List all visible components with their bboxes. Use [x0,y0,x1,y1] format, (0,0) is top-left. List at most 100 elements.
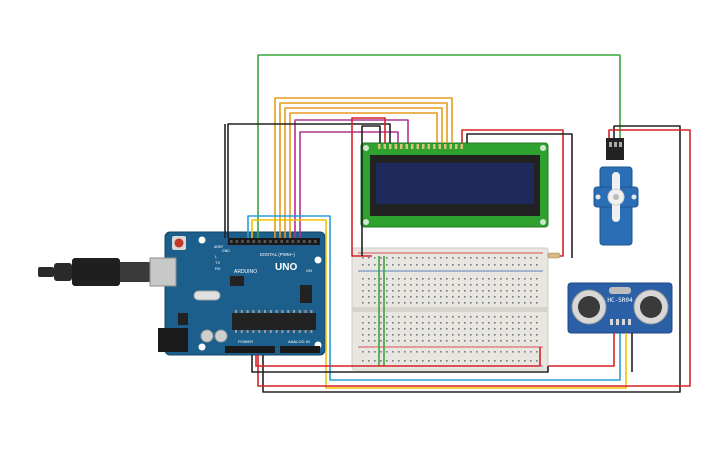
breadboard-rail-hole [518,257,520,259]
breadboard-rail-hole [524,257,526,259]
breadboard-hole [410,302,412,304]
breadboard-hole [470,296,472,298]
breadboard-hole [452,284,454,286]
breadboard-rail-hole [440,257,442,259]
breadboard-hole [464,322,466,324]
breadboard-rail-hole [476,351,478,353]
breadboard-rail-hole [422,351,424,353]
breadboard-hole [476,278,478,280]
breadboard-hole [410,316,412,318]
wire-lcd-d4 [289,112,438,238]
breadboard-rail-hole [464,264,466,266]
wire-gnd-bb [251,355,549,373]
breadboard-rail-hole [404,351,406,353]
breadboard-hole [470,322,472,324]
breadboard-rail-hole [530,257,532,259]
breadboard-hole [506,316,508,318]
breadboard-rail-hole [488,360,490,362]
breadboard-rail-hole [482,264,484,266]
breadboard-hole [422,316,424,318]
breadboard-hole [374,340,376,342]
chip-leg [258,310,261,313]
breadboard-hole [374,278,376,280]
breadboard-hole [398,316,400,318]
breadboard-hole [428,340,430,342]
breadboard-hole [416,290,418,292]
lcd-screen [376,163,534,204]
arduino-uno-board: UNO ARDUINO DIGITAL (PWM~) ANALOG IN POW… [149,231,326,356]
breadboard-hole [506,340,508,342]
breadboard-hole [392,328,394,330]
chip-leg [304,330,307,333]
breadboard-rail-hole [398,257,400,259]
breadboard-rail-hole [494,264,496,266]
breadboard-hole [380,316,382,318]
breadboard-rail-hole [524,360,526,362]
breadboard-rail-hole [440,351,442,353]
breadboard-hole [434,340,436,342]
breadboard-rail-hole [410,360,412,362]
breadboard-hole [470,316,472,318]
breadboard-rail-hole [446,360,448,362]
breadboard-hole [386,296,388,298]
breadboard-hole [482,328,484,330]
breadboard-hole [452,290,454,292]
breadboard-hole [380,322,382,324]
breadboard-hole [446,316,448,318]
breadboard-hole [446,284,448,286]
breadboard-hole [452,340,454,342]
breadboard-rail-hole [368,360,370,362]
servo-motor [593,138,639,246]
breadboard-hole [374,302,376,304]
breadboard-hole [476,328,478,330]
breadboard-hole [386,302,388,304]
chip-leg [293,330,295,333]
breadboard-rail-hole [458,360,460,362]
breadboard-hole [410,340,412,342]
breadboard-hole [440,328,442,330]
breadboard-hole [536,334,538,336]
breadboard-hole [380,290,382,292]
breadboard-hole [392,290,394,292]
wire-servo-signal [257,54,621,238]
breadboard-hole [374,290,376,292]
breadboard-hole [536,284,538,286]
breadboard-hole [422,340,424,342]
breadboard-rail-hole [512,360,514,362]
breadboard-hole [494,290,496,292]
breadboard-hole [398,322,400,324]
breadboard-hole [386,322,388,324]
breadboard-hole [416,340,418,342]
breadboard-rail-hole [482,257,484,259]
breadboard-hole [404,284,406,286]
breadboard-hole [362,278,364,280]
breadboard-hole [374,296,376,298]
breadboard-hole [398,334,400,336]
breadboard-hole [434,316,436,318]
breadboard-hole [392,296,394,298]
breadboard-rail-hole [506,257,508,259]
breadboard-hole [416,302,418,304]
breadboard-hole [446,340,448,342]
breadboard-hole [482,278,484,280]
chip-leg [275,330,278,333]
breadboard-rail-hole [458,351,460,353]
breadboard-rail-hole [470,360,472,362]
breadboard-hole [524,328,526,330]
wire-lcd-led-anode [461,129,564,257]
breadboard-hole [506,302,508,304]
breadboard-rail-hole [530,360,532,362]
rx-label: RX [215,266,221,271]
breadboard-rail-hole [422,360,424,362]
chip-leg [298,330,301,333]
breadboard-hole [404,278,406,280]
breadboard-hole [518,302,520,304]
breadboard-hole [518,322,520,324]
breadboard-hole [410,290,412,292]
chip-leg [246,330,249,333]
breadboard-rail-hole [398,264,400,266]
breadboard-hole [434,290,436,292]
breadboard-rail-hole [512,351,514,353]
breadboard-hole [398,328,400,330]
